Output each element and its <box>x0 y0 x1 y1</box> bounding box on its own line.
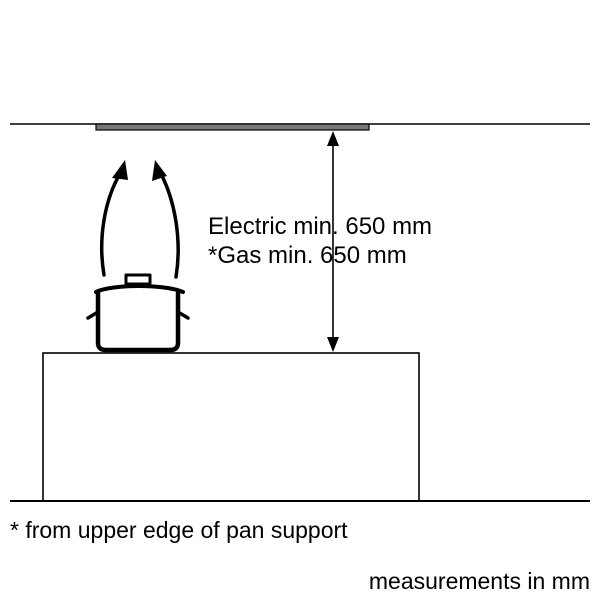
steam-arrowhead-left <box>112 160 128 180</box>
units-note: measurements in mm <box>368 568 590 594</box>
extractor-hood <box>95 123 370 131</box>
gas-min-distance-label: *Gas min. 650 mm <box>208 242 407 269</box>
cooking-pot-icon <box>86 273 190 353</box>
cooktop-counter <box>42 352 420 502</box>
dimension-arrow-icon <box>327 131 339 352</box>
steam-arrow-icon <box>99 170 180 279</box>
footnote-text: * from upper edge of pan support <box>10 517 348 543</box>
electric-min-distance-label: Electric min. 650 mm <box>208 213 433 240</box>
steam-arrowhead-right <box>152 160 167 181</box>
